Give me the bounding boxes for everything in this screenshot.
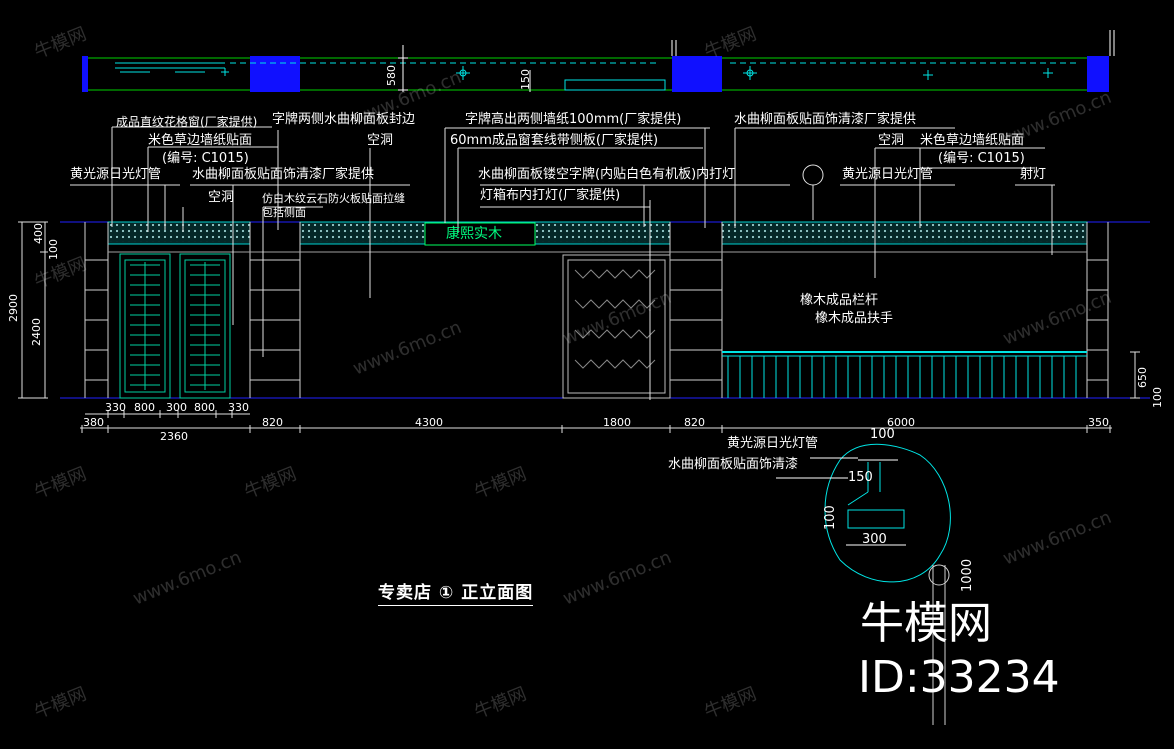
label-carved-panel: 水曲柳面板镂空字牌(内贴白色有机板)内打灯 — [478, 167, 736, 182]
dim-6000: 6000 — [887, 416, 915, 429]
dim-820a: 820 — [262, 416, 283, 429]
elevation — [60, 221, 1150, 399]
dim-2360: 2360 — [160, 430, 188, 443]
blue-block-1 — [250, 56, 300, 92]
blue-block-2 — [672, 56, 722, 92]
dim-v-400: 400 — [32, 223, 45, 244]
label-hollow-2: 空洞 — [208, 190, 235, 205]
label-railing: 橡木成品栏杆 — [800, 293, 879, 308]
dim-detail-1000: 1000 — [960, 558, 975, 592]
label-sign-edge: 字牌两侧水曲柳面板封边 — [272, 112, 416, 127]
spotlight-symbol — [802, 164, 824, 186]
label-detail-paint: 水曲柳面板贴面饰清漆 — [668, 457, 799, 472]
dim-top-800b: 800 — [194, 401, 215, 414]
leader-lines — [70, 126, 1055, 400]
flower-windows — [119, 253, 231, 399]
dim-top-330b: 330 — [228, 401, 249, 414]
label-wallpaper-left: 米色草边墙纸贴面 — [148, 133, 253, 148]
brand-id: ID:33234 — [858, 652, 1060, 703]
dim-detail-100: 100 — [870, 427, 895, 442]
label-handrail: 橡木成品扶手 — [815, 311, 894, 326]
dim-v-2400: 2400 — [30, 318, 43, 346]
dim-detail-150: 150 — [848, 470, 873, 485]
lightbox-panel — [562, 254, 671, 399]
label-fluor-right: 黄光源日光灯管 — [842, 167, 934, 182]
dim-v-100r: 100 — [1151, 387, 1164, 408]
label-side-cover: 包括侧面 — [262, 206, 306, 219]
label-detail-fluor: 黄光源日光灯管 — [727, 436, 819, 451]
dim-top-330a: 330 — [105, 401, 126, 414]
sign-board — [424, 222, 536, 246]
label-stone-veneer: 仿白木纹云石防火板贴面拉缝 — [262, 192, 405, 205]
label-lightbox: 灯箱布内打灯(厂家提供) — [480, 188, 621, 203]
label-flower-window: 成品直纹花格窗(厂家提供) — [116, 115, 258, 129]
label-code-right: (编号: C1015) — [938, 151, 1025, 166]
label-window-trim: 60mm成品窗套线带侧板(厂家提供) — [450, 133, 659, 148]
label-paint-left: 水曲柳面板贴面饰清漆厂家提供 — [192, 167, 375, 182]
detail-callout — [776, 443, 951, 725]
sign-text: 康熙实木 — [446, 226, 502, 242]
dim-380: 380 — [83, 416, 104, 429]
label-fluor-left: 黄光源日光灯管 — [70, 167, 162, 182]
brand-name: 牛模网 — [860, 598, 992, 649]
dim-350: 350 — [1088, 416, 1109, 429]
label-hollow-right: 空洞 — [878, 133, 905, 148]
dim-v-2900: 2900 — [7, 294, 20, 322]
label-paint-right: 水曲柳面板贴面饰清漆厂家提供 — [734, 112, 917, 127]
dim-ceiling-580: 580 — [385, 65, 398, 86]
dim-top-300: 300 — [166, 401, 187, 414]
dim-v-650: 650 — [1136, 367, 1149, 388]
label-code-left: (编号: C1015) — [162, 151, 249, 166]
label-sign-height: 字牌高出两侧墙纸100mm(厂家提供) — [465, 112, 682, 127]
blue-block-3 — [1087, 56, 1109, 92]
railing — [722, 351, 1087, 357]
dim-detail-100v: 100 — [823, 505, 838, 530]
dimension-lines — [18, 221, 1140, 433]
label-hollow-1: 空洞 — [367, 133, 394, 148]
drawing-title: 专卖店 ① 正立面图 — [378, 578, 534, 606]
dim-4300: 4300 — [415, 416, 443, 429]
dim-v-100: 100 — [47, 239, 60, 260]
dim-820b: 820 — [684, 416, 705, 429]
label-spotlight: 射灯 — [1020, 167, 1047, 182]
label-wallpaper-right: 米色草边墙纸贴面 — [920, 133, 1025, 148]
dim-ceiling-150: 150 — [519, 69, 532, 90]
dim-top-800a: 800 — [134, 401, 155, 414]
dim-detail-300: 300 — [862, 532, 887, 547]
ceiling-plan — [82, 30, 1115, 92]
dim-1800: 1800 — [603, 416, 631, 429]
